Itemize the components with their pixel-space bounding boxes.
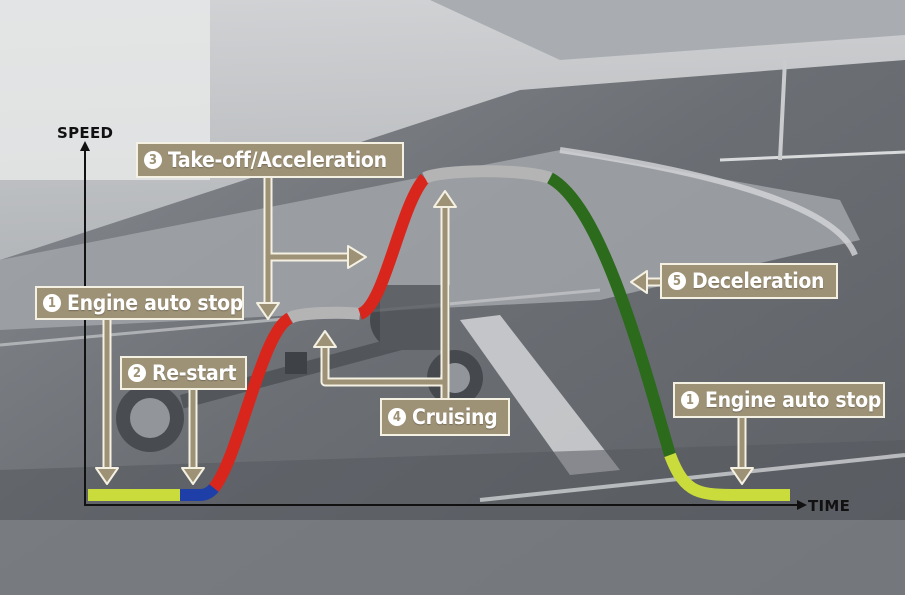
callout-label: Take-off/Acceleration [168, 150, 387, 171]
step-number-badge: 4 [388, 408, 406, 426]
step-number-badge: 3 [144, 151, 162, 169]
segment-deceleration [550, 178, 670, 455]
callout-take-off-acceleration: 3 Take-off/Acceleration [136, 142, 404, 178]
segment-engine-auto-stop-right [670, 455, 790, 495]
callout-engine-auto-stop-left: 1 Engine auto stop [35, 286, 244, 320]
callout-label: Deceleration [692, 271, 824, 292]
callout-restart: 2 Re-start [120, 356, 247, 390]
callout-pointers [96, 178, 753, 484]
callout-label: Re-start [152, 363, 236, 384]
step-number-badge: 1 [681, 391, 699, 409]
x-axis-label: TIME [808, 497, 850, 515]
callout-engine-auto-stop-right: 1 Engine auto stop [673, 382, 885, 418]
step-number-badge: 5 [668, 272, 686, 290]
step-number-badge: 1 [43, 294, 61, 312]
callout-cruising: 4 Cruising [380, 398, 510, 436]
callout-label: Engine auto stop [67, 293, 243, 314]
callout-label: Cruising [412, 407, 497, 428]
segment-cruising-2 [425, 171, 550, 178]
segment-cruising-1 [290, 313, 360, 318]
segment-acceleration-2 [360, 178, 425, 314]
y-axis-label: SPEED [57, 124, 113, 142]
callout-label: Engine auto stop [705, 390, 881, 411]
segment-restart [180, 488, 214, 495]
callout-deceleration: 5 Deceleration [660, 263, 838, 299]
segment-acceleration-1 [214, 318, 290, 488]
step-number-badge: 2 [128, 364, 146, 382]
